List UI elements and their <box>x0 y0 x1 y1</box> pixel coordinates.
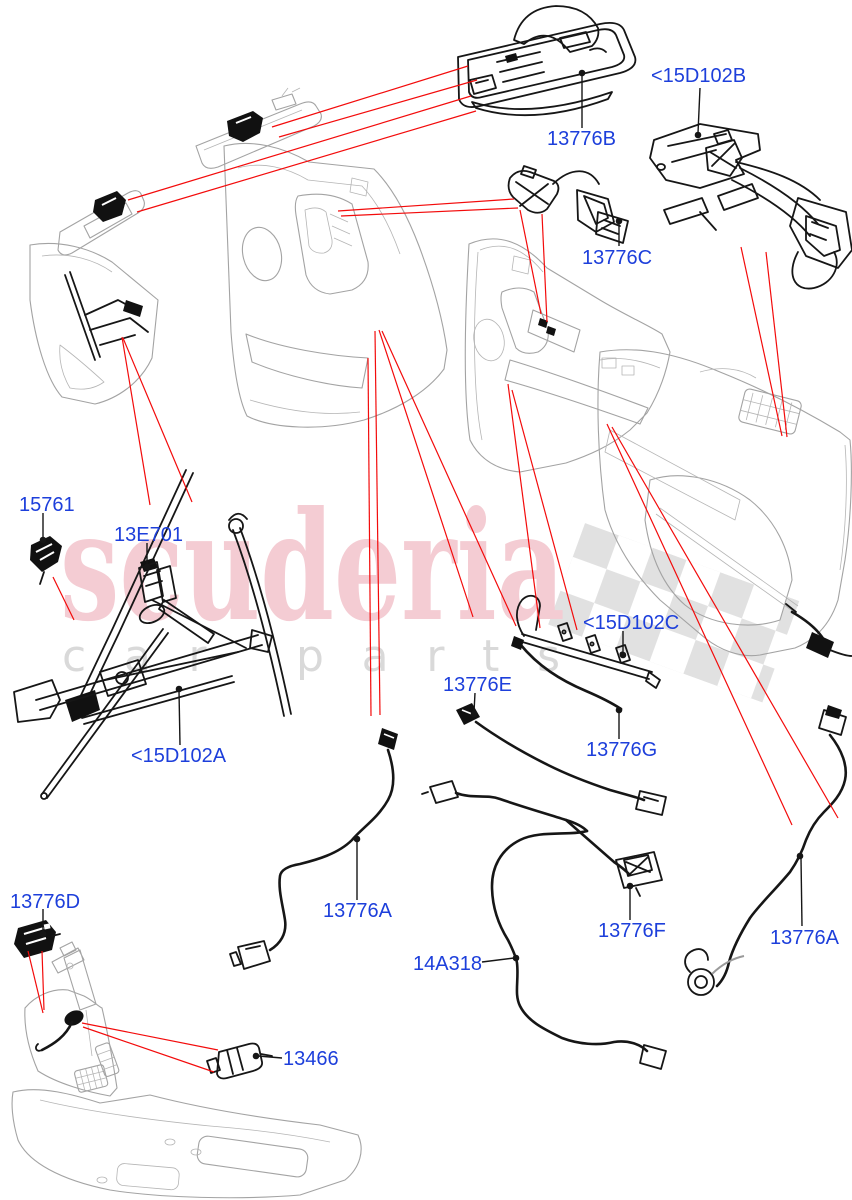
part-label-13776d[interactable]: 13776D <box>10 891 81 913</box>
part-label-13776a-right[interactable]: 13776A <box>770 927 839 949</box>
red-locator-lines <box>27 65 839 1073</box>
part-15761-clip-art <box>30 536 62 585</box>
part-14a318-harness-art <box>421 780 667 1070</box>
part-label-13e701[interactable]: 13E701 <box>114 524 183 546</box>
part-15d102a-regulator-art <box>13 469 292 800</box>
part-label-14a318[interactable]: 14A318 <box>413 953 482 975</box>
part-15d102c-bracket-art <box>516 594 661 689</box>
part-label-13776a-left[interactable]: 13776A <box>323 900 392 922</box>
part-label-13776b[interactable]: 13776B <box>547 128 616 150</box>
part-label-15d102b[interactable]: <15D102B <box>651 65 747 87</box>
part-label-13776f[interactable]: 13776F <box>598 920 666 942</box>
part-13776b-lamp-art <box>457 5 637 117</box>
part-13466-art <box>35 1010 273 1080</box>
front-door-panel-art <box>223 142 448 428</box>
door-trim-left-art <box>29 190 159 405</box>
checkered-flag-motif <box>548 523 800 703</box>
part-label-15d102a[interactable]: <15D102A <box>131 745 227 767</box>
part-label-13776e[interactable]: 13776E <box>443 674 512 696</box>
part-13776c-harness-art <box>507 165 629 244</box>
part-15d102b-bracket-art <box>649 123 852 290</box>
part-label-15761[interactable]: 15761 <box>19 494 75 516</box>
part-label-13466[interactable]: 13466 <box>283 1048 339 1070</box>
part-label-13776c[interactable]: 13776C <box>582 247 653 269</box>
door-top-trim-center-art <box>195 87 322 169</box>
part-13776a-left-wire-art <box>229 728 398 970</box>
part-label-13776g[interactable]: 13776G <box>586 739 658 761</box>
quarter-trim-panel-art <box>597 349 852 658</box>
pedal-floor-art <box>11 941 362 1199</box>
label-leader-lines <box>39 69 804 1060</box>
part-13776g-wire-art <box>511 636 623 711</box>
part-13776a-right-wire-art <box>684 705 848 996</box>
part-label-15d102c[interactable]: <15D102C <box>583 612 680 634</box>
part-13776f-connector-art <box>615 851 663 897</box>
quarter-trim-harness-art <box>785 603 852 658</box>
part-13776d-module-art <box>14 920 61 958</box>
rear-door-panel-art <box>464 238 671 473</box>
